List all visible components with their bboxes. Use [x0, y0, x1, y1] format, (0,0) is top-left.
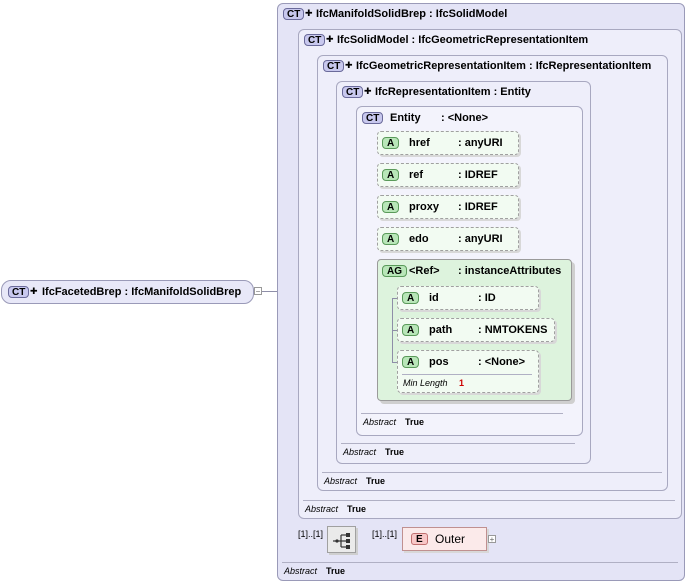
attribute-group-badge: AG [382, 265, 407, 277]
connector-line [392, 298, 398, 299]
attribute-badge: A [382, 233, 400, 245]
sequence-multiplicity: [1]..[1] [298, 529, 324, 539]
complex-type-badge: CT [362, 112, 384, 124]
attribute-group-name: <Ref> [409, 265, 440, 277]
attribute-ref[interactable]: A ref : IDREF [377, 163, 519, 187]
attribute-edo[interactable]: A edo : anyURI [377, 227, 519, 251]
connector-line [392, 362, 398, 363]
attribute-type: : anyURI [458, 137, 503, 149]
entity-name: Entity [390, 112, 421, 124]
separator [282, 562, 678, 563]
type-header-label: IfcManifoldSolidBrep : IfcSolidModel [316, 8, 508, 20]
separator [402, 374, 532, 375]
collapse-icon[interactable]: − [254, 287, 262, 296]
attribute-path[interactable]: A path : NMTOKENS [397, 318, 555, 342]
attribute-type: : ID [478, 292, 496, 304]
attribute-type: : NMTOKENS [478, 324, 548, 336]
attribute-name: edo [409, 233, 429, 245]
ct-plus-icon: ✚ [345, 60, 353, 70]
type-header-label: IfcGeometricRepresentationItem : IfcRepr… [356, 60, 652, 72]
ct-plus-icon: ✚ [326, 34, 334, 44]
ct-plus-icon: ✚ [364, 86, 372, 96]
element-label: Outer [435, 532, 466, 546]
attribute-badge: A [402, 292, 420, 304]
attribute-name: href [409, 137, 430, 149]
type-header-label: IfcRepresentationItem : Entity [375, 86, 531, 98]
complex-type-badge: CT [304, 34, 326, 46]
connector-line [258, 291, 288, 292]
attribute-badge: A [382, 169, 400, 181]
complex-type-badge: CT [323, 60, 345, 72]
ct-plus-icon: ✚ [30, 286, 38, 296]
attribute-type: : anyURI [458, 233, 503, 245]
complex-type-badge: CT [342, 86, 364, 98]
separator [303, 500, 675, 501]
outer-multiplicity: [1]..[1] [372, 529, 398, 539]
attribute-badge: A [402, 356, 420, 368]
sequence-icon [333, 533, 350, 549]
attribute-badge: A [402, 324, 420, 336]
facet-label: Min Length [403, 378, 448, 388]
separator [361, 413, 563, 414]
attribute-group-type: : instanceAttributes [458, 265, 562, 277]
attribute-badge: A [382, 201, 400, 213]
min-length-facet: Min Length 1 [403, 378, 464, 388]
facet-value: 1 [459, 378, 465, 388]
attribute-badge: A [382, 137, 400, 149]
connector-line [392, 330, 398, 331]
attribute-name: proxy [409, 201, 439, 213]
complex-type-badge: CT [8, 286, 30, 298]
root-type-node[interactable]: CT ✚ IfcFacetedBrep : IfcManifoldSolidBr… [1, 280, 254, 304]
attribute-pos[interactable]: A pos : <None> Min Length 1 [397, 350, 539, 393]
element-badge: E [411, 533, 428, 545]
ct-plus-icon: ✚ [305, 8, 313, 18]
element-outer[interactable]: E Outer [402, 527, 487, 551]
complex-type-badge: CT [283, 8, 305, 20]
attribute-name: pos [429, 356, 449, 368]
attribute-name: path [429, 324, 453, 336]
attribute-id[interactable]: A id : ID [397, 286, 539, 310]
expand-icon[interactable]: + [488, 535, 496, 544]
root-type-label: IfcFacetedBrep : IfcManifoldSolidBrep [42, 286, 242, 298]
sequence-compositor[interactable] [327, 526, 356, 553]
entity-type: : <None> [441, 112, 489, 124]
attribute-href[interactable]: A href : anyURI [377, 131, 519, 155]
type-header-label: IfcSolidModel : IfcGeometricRepresentati… [337, 34, 589, 46]
attribute-type: : IDREF [458, 169, 498, 181]
attribute-proxy[interactable]: A proxy : IDREF [377, 195, 519, 219]
attribute-type: : IDREF [458, 201, 498, 213]
attribute-name: ref [409, 169, 424, 181]
separator [341, 443, 575, 444]
separator [322, 472, 662, 473]
attribute-type: : <None> [478, 356, 526, 368]
attribute-name: id [429, 292, 439, 304]
